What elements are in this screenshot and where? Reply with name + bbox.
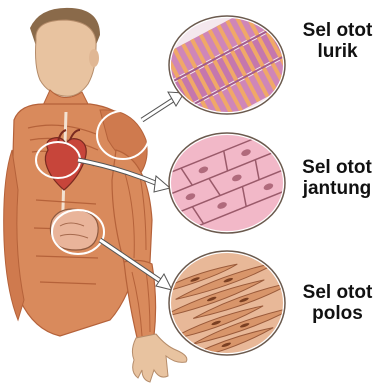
label-smooth-line2: polos [290,303,385,324]
smooth-muscle-cell-view [151,245,306,367]
arrow-to-lurik [142,92,184,120]
label-skeletal-muscle-cell: Sel otot lurik [290,20,385,62]
label-cardiac-line1: Sel otot [287,157,387,178]
human-muscle-figure [4,8,187,382]
label-smooth-line1: Sel otot [290,282,385,303]
stomach-icon [50,209,98,250]
label-cardiac-line2: jantung [287,178,387,199]
head [36,20,97,96]
cardiac-muscle-cell-view [153,127,305,236]
skeletal-muscle-cell-view [150,0,314,138]
ear [89,49,99,67]
label-smooth-muscle-cell: Sel otot polos [290,282,385,324]
label-cardiac-muscle-cell: Sel otot jantung [287,157,387,199]
hand [132,334,186,382]
label-skeletal-line2: lurik [290,41,385,62]
label-skeletal-line1: Sel otot [290,20,385,41]
